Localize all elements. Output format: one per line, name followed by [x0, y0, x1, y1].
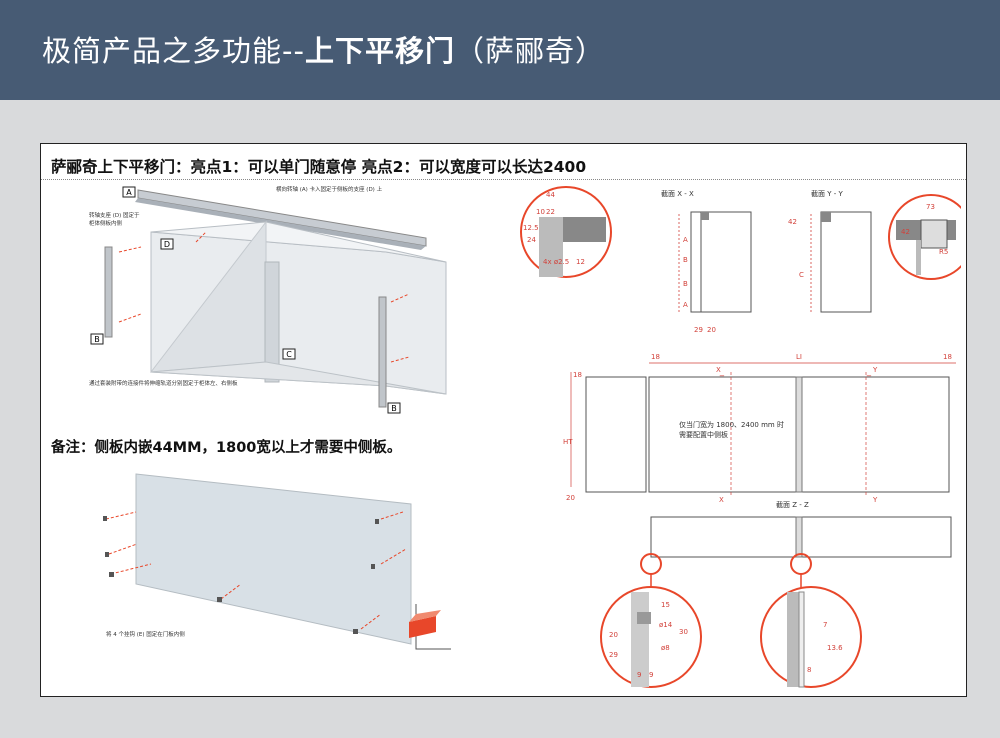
xx-a1: A — [683, 236, 688, 244]
zz-d7: 7 — [823, 621, 827, 629]
xx-depth: 12 — [576, 258, 585, 266]
door-panel-drawing: 将 4 个挂钩 (E) 固定在门板内侧 — [103, 473, 451, 650]
xx-b2: B — [683, 280, 688, 288]
zz-d8b: 8 — [807, 666, 811, 674]
title-prefix: 极简产品之多功能-- — [42, 34, 305, 68]
fv-side-view — [585, 376, 647, 493]
xx-d20: 20 — [707, 326, 716, 334]
callout-bottom: 通过套装附带的连接件将伸缩轨道分别固定于柜体左、右侧板 — [89, 379, 238, 387]
cabinet-bottom — [150, 361, 447, 395]
xx-d22: 22 — [546, 208, 555, 216]
assembly-arrows — [118, 231, 410, 363]
xx-d24: 24 — [527, 236, 536, 244]
fv-note-2: 需要配置中侧板 — [679, 430, 728, 439]
xx-d10: 10 — [536, 208, 545, 216]
xx-holes: 4x ø2.5 — [543, 258, 569, 266]
detail-circle-zz-left — [600, 586, 702, 688]
zz-d30: 30 — [679, 628, 688, 636]
zz-d14: ø14 — [659, 621, 673, 629]
label-a: A — [126, 188, 132, 197]
zz-d15: 15 — [661, 601, 670, 609]
fv-ht: HT — [563, 438, 573, 446]
right-track — [378, 296, 387, 408]
yy-c: C — [799, 271, 804, 279]
fv-x2: X — [719, 496, 724, 504]
hook-detail — [409, 616, 436, 638]
detail-circle-zz-right — [760, 586, 862, 688]
fv-x1: X — [716, 366, 721, 374]
fv-d18a: 18 — [651, 353, 660, 361]
cabinet-top — [150, 221, 447, 263]
callout-top: 横向转轴 (A) 卡入固定于侧板的支座 (D) 上 — [276, 185, 383, 193]
zz-d8: ø8 — [661, 644, 670, 652]
slide-header: 极简产品之多功能--上下平移门（萨郦奇） — [0, 0, 1000, 100]
xx-b1: B — [683, 256, 688, 264]
xx-d12-5: 12.5 — [523, 224, 539, 232]
middle-panel — [264, 261, 280, 383]
fv-d18b: 18 — [943, 353, 952, 361]
left-track — [104, 246, 113, 338]
xx-a2: A — [683, 301, 688, 309]
section-yy-title: 截面 Y - Y — [811, 189, 843, 198]
xx-cap — [559, 217, 606, 242]
xx-d44: 44 — [546, 191, 555, 199]
title-bold: 上下平移门 — [304, 34, 455, 68]
xx-d29: 29 — [694, 326, 703, 334]
dotted-divider — [41, 179, 966, 180]
section-xx-title: 截面 X - X — [661, 189, 694, 198]
yy-section — [820, 211, 872, 313]
fv-y2: Y — [872, 496, 878, 504]
title-suffix: （萨郦奇） — [454, 34, 605, 68]
fv-y1: Y — [872, 366, 878, 374]
panel-headline: 萨郦奇上下平移门：亮点1：可以单门随意停 亮点2：可以宽度可以长达2400 — [51, 158, 587, 176]
yy-d42: 42 — [788, 218, 797, 226]
label-b-left: B — [94, 335, 100, 344]
technical-drawings: 44 10 22 12.5 24 4x ø2.5 12 截面 X - X A B… — [520, 186, 961, 688]
hooks — [103, 516, 379, 634]
zz-d9a: 9 — [637, 671, 641, 679]
zz-d29: 29 — [609, 651, 618, 659]
fv-d20: 20 — [566, 494, 575, 502]
zz-d20: 20 — [609, 631, 618, 639]
callout-panel: 将 4 个挂钩 (E) 固定在门板内侧 — [106, 630, 185, 638]
xx-section-side — [690, 211, 702, 313]
callout-left-2: 柜体侧板内侧 — [89, 219, 123, 227]
yy-d73: 73 — [926, 203, 935, 211]
yy-d42b: 42 — [901, 228, 910, 236]
label-b-right: B — [391, 404, 397, 413]
top-rail-shadow — [135, 198, 426, 250]
zz-d9b: 9 — [649, 671, 653, 679]
callout-left-1: 转轴支座 (D) 固定于 — [89, 211, 140, 219]
content-panel: 萨郦奇上下平移门：亮点1：可以单门随意停 亮点2：可以宽度可以长达2400 备注… — [40, 143, 967, 697]
xx-body — [539, 217, 563, 277]
hook-arrows — [105, 511, 407, 630]
panel-note: 备注：侧板内嵌44MM，1800宽以上才需要中侧板。 — [51, 440, 402, 456]
section-zz-title: 截面 Z - Z — [776, 500, 809, 509]
door-panel — [135, 473, 412, 645]
fv-li: LI — [796, 353, 802, 361]
yy-r5: R5 — [939, 248, 948, 256]
label-d: D — [164, 240, 170, 249]
fv-d18c: 18 — [573, 371, 582, 379]
zz-d13-6: 13.6 — [827, 644, 843, 652]
label-c: C — [286, 350, 292, 359]
slide-title: 极简产品之多功能--上下平移门（萨郦奇） — [42, 28, 605, 70]
fv-note-1: 仅当门宽为 1800、2400 mm 时 — [679, 420, 784, 429]
assembly-drawing: A D B C B 横向转轴 (A) 卡入固定于侧板的支座 (D) 上 转轴支座… — [89, 185, 447, 414]
